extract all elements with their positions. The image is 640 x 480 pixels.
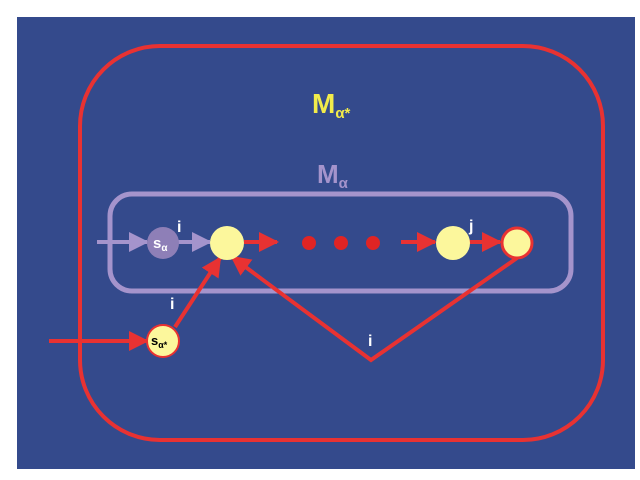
node-penultimate-state [436,226,470,260]
node-first-state [210,226,244,260]
edge-label-in: i [177,219,181,236]
ellipsis-dot [334,236,348,250]
node-s-alpha-star [146,324,180,358]
arrow-s-alpha-star-to-first [173,256,222,329]
inner-machine-label: Mα [317,159,349,192]
return-arrow-last-to-first [230,255,519,363]
outer-machine-boundary [78,44,605,442]
node-s-alpha-label-base: s [153,235,161,252]
edge-label-diag: i [170,296,174,313]
outer-machine-label-sub: α* [335,105,350,122]
node-s-alpha-label: sα [153,235,168,254]
ellipsis-dot [366,236,380,250]
diagram-slide: Mα* Mα sα sα* i i j i [17,17,635,469]
outer-machine-label: Mα* [312,88,351,122]
node-s-alpha-label-sub: α [161,243,168,254]
inner-machine-label-sub: α [339,175,349,192]
edge-label-return: i [368,333,372,350]
state-diagram: Mα* Mα sα sα* i i j i [17,17,635,469]
node-last-state [500,226,534,260]
node-s-alpha-star-label: sα* [151,333,168,350]
node-s-alpha-star-label-sub: α* [158,340,168,350]
node-s-alpha [147,227,179,259]
node-s-alpha-star-label-base: s [151,333,158,348]
inner-machine-label-base: M [317,159,339,189]
outer-machine-label-base: M [312,88,335,119]
edge-label-last: j [468,218,473,235]
ellipsis-dot [302,236,316,250]
